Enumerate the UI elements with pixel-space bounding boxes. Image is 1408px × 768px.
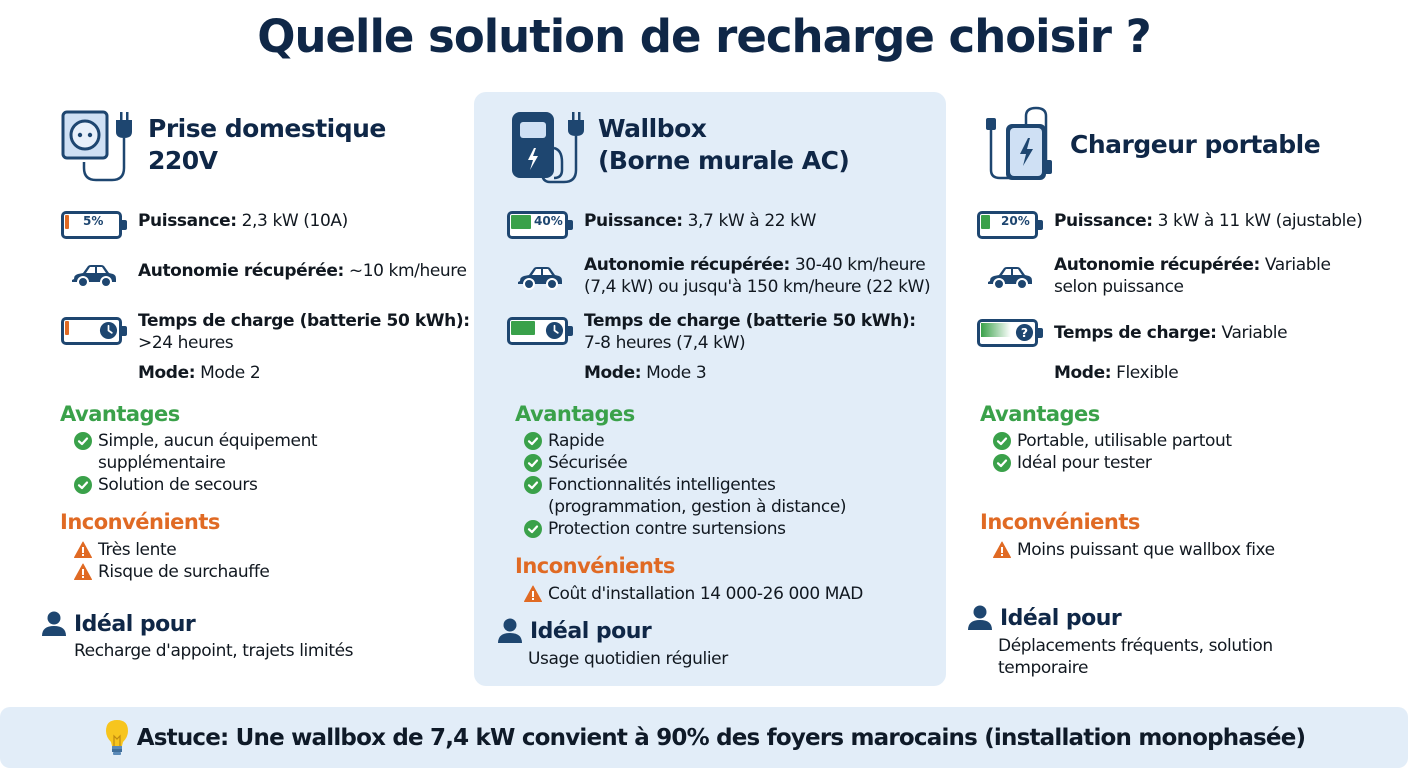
ideal-for-text: Recharge d'appoint, trajets limités bbox=[74, 641, 354, 661]
warning-icon bbox=[993, 541, 1011, 559]
check-icon bbox=[74, 432, 92, 450]
page-title: Quelle solution de recharge choisir ? bbox=[257, 10, 1152, 63]
spec-range: Autonomie récupérée: ~10 km/heure bbox=[60, 260, 467, 290]
battery-40-percent-icon: 40% bbox=[507, 211, 573, 239]
column-wallbox: Wallbox (Borne murale AC) 40% Puissance:… bbox=[474, 92, 946, 686]
spec-power: 20% Puissance: 3 kW à 11 kW (ajustable) bbox=[976, 210, 1363, 240]
battery-unknown-icon bbox=[977, 319, 1043, 347]
drawbacks-list: Très lente Risque de surchauffe bbox=[74, 539, 270, 583]
column-header: Wallbox (Borne murale AC) bbox=[510, 104, 850, 186]
warning-icon bbox=[74, 541, 92, 559]
column-header: Chargeur portable bbox=[982, 104, 1321, 186]
list-item: Idéal pour tester bbox=[993, 452, 1232, 474]
column-title: Prise domestique 220V bbox=[148, 114, 386, 175]
lightbulb-icon bbox=[105, 719, 128, 755]
ideal-for-text: Usage quotidien régulier bbox=[528, 649, 728, 669]
user-icon bbox=[40, 610, 68, 638]
spec-mode: Mode: Mode 2 bbox=[138, 363, 261, 383]
advantages-heading: Avantages bbox=[515, 402, 635, 426]
ideal-for-heading: Idéal pour bbox=[496, 617, 652, 645]
check-icon bbox=[524, 454, 542, 472]
check-icon bbox=[524, 520, 542, 538]
drawbacks-list: Coût d'installation 14 000-26 000 MAD bbox=[524, 583, 863, 605]
column-title: Wallbox (Borne murale AC) bbox=[598, 114, 850, 175]
check-icon bbox=[74, 476, 92, 494]
spec-range: Autonomie récupérée: Variable selon puis… bbox=[976, 254, 1334, 298]
car-icon bbox=[70, 261, 118, 289]
spec-charge-time: Temps de charge: Variable bbox=[976, 318, 1288, 348]
car-icon bbox=[516, 263, 564, 291]
spec-charge-time: Temps de charge (batterie 50 kWh):7-8 he… bbox=[506, 310, 916, 354]
ideal-for-heading: Idéal pour bbox=[40, 610, 196, 638]
check-icon bbox=[524, 432, 542, 450]
warning-icon bbox=[74, 563, 92, 581]
advantages-heading: Avantages bbox=[60, 402, 180, 426]
ideal-for-heading: Idéal pour bbox=[966, 604, 1122, 632]
tip-text: Astuce: Une wallbox de 7,4 kW convient à… bbox=[136, 724, 1306, 751]
list-item: Coût d'installation 14 000-26 000 MAD bbox=[524, 583, 863, 605]
column-title: Chargeur portable bbox=[1070, 130, 1321, 159]
list-item: Portable, utilisable partout bbox=[993, 430, 1232, 452]
column-header: Prise domestique 220V bbox=[60, 104, 386, 186]
warning-icon bbox=[524, 585, 542, 603]
list-item: Très lente bbox=[74, 539, 269, 561]
check-icon bbox=[993, 454, 1011, 472]
spec-power: 5% Puissance: 2,3 kW (10A) bbox=[60, 210, 348, 240]
advantages-list: Simple, aucun équipement supplémentaire … bbox=[74, 430, 358, 496]
tip-banner: Astuce: Une wallbox de 7,4 kW convient à… bbox=[0, 707, 1408, 768]
check-icon bbox=[524, 476, 542, 494]
drawbacks-list: Moins puissant que wallbox fixe bbox=[993, 539, 1275, 561]
list-item: Rapide bbox=[524, 430, 878, 452]
portable-charger-icon bbox=[986, 106, 1052, 180]
list-item: Risque de surchauffe bbox=[74, 561, 270, 583]
drawbacks-heading: Inconvénients bbox=[980, 510, 1140, 534]
drawbacks-heading: Inconvénients bbox=[60, 510, 220, 534]
user-icon bbox=[966, 604, 994, 632]
advantages-list: Portable, utilisable partout Idéal pour … bbox=[993, 430, 1232, 474]
spec-mode: Mode: Flexible bbox=[1054, 363, 1179, 383]
list-item: Fonctionnalités intelligentes (programma… bbox=[524, 474, 878, 518]
spec-mode: Mode: Mode 3 bbox=[584, 363, 707, 383]
list-item: Protection contre surtensions bbox=[524, 518, 878, 540]
battery-5-percent-icon: 5% bbox=[61, 211, 127, 239]
user-icon bbox=[496, 617, 524, 645]
battery-clock-icon bbox=[507, 317, 573, 345]
spec-range: Autonomie récupérée: 30-40 km/heure (7,4… bbox=[506, 254, 944, 298]
list-item: Simple, aucun équipement supplémentaire bbox=[74, 430, 358, 474]
advantages-list: Rapide Sécurisée Fonctionnalités intelli… bbox=[524, 430, 878, 540]
ideal-for-text: Déplacements fréquents, solution tempora… bbox=[998, 636, 1273, 678]
list-item: Moins puissant que wallbox fixe bbox=[993, 539, 1275, 561]
battery-20-percent-icon: 20% bbox=[977, 211, 1043, 239]
spec-charge-time: Temps de charge (batterie 50 kWh):>24 he… bbox=[60, 310, 470, 354]
wall-socket-icon bbox=[61, 110, 132, 182]
battery-clock-icon bbox=[61, 317, 127, 345]
spec-power: 40% Puissance: 3,7 kW à 22 kW bbox=[506, 210, 816, 240]
advantages-heading: Avantages bbox=[980, 402, 1100, 426]
car-icon bbox=[986, 263, 1034, 291]
check-icon bbox=[993, 432, 1011, 450]
list-item: Sécurisée bbox=[524, 452, 878, 474]
drawbacks-heading: Inconvénients bbox=[515, 554, 675, 578]
list-item: Solution de secours bbox=[74, 474, 358, 496]
wallbox-charger-icon bbox=[512, 112, 584, 184]
